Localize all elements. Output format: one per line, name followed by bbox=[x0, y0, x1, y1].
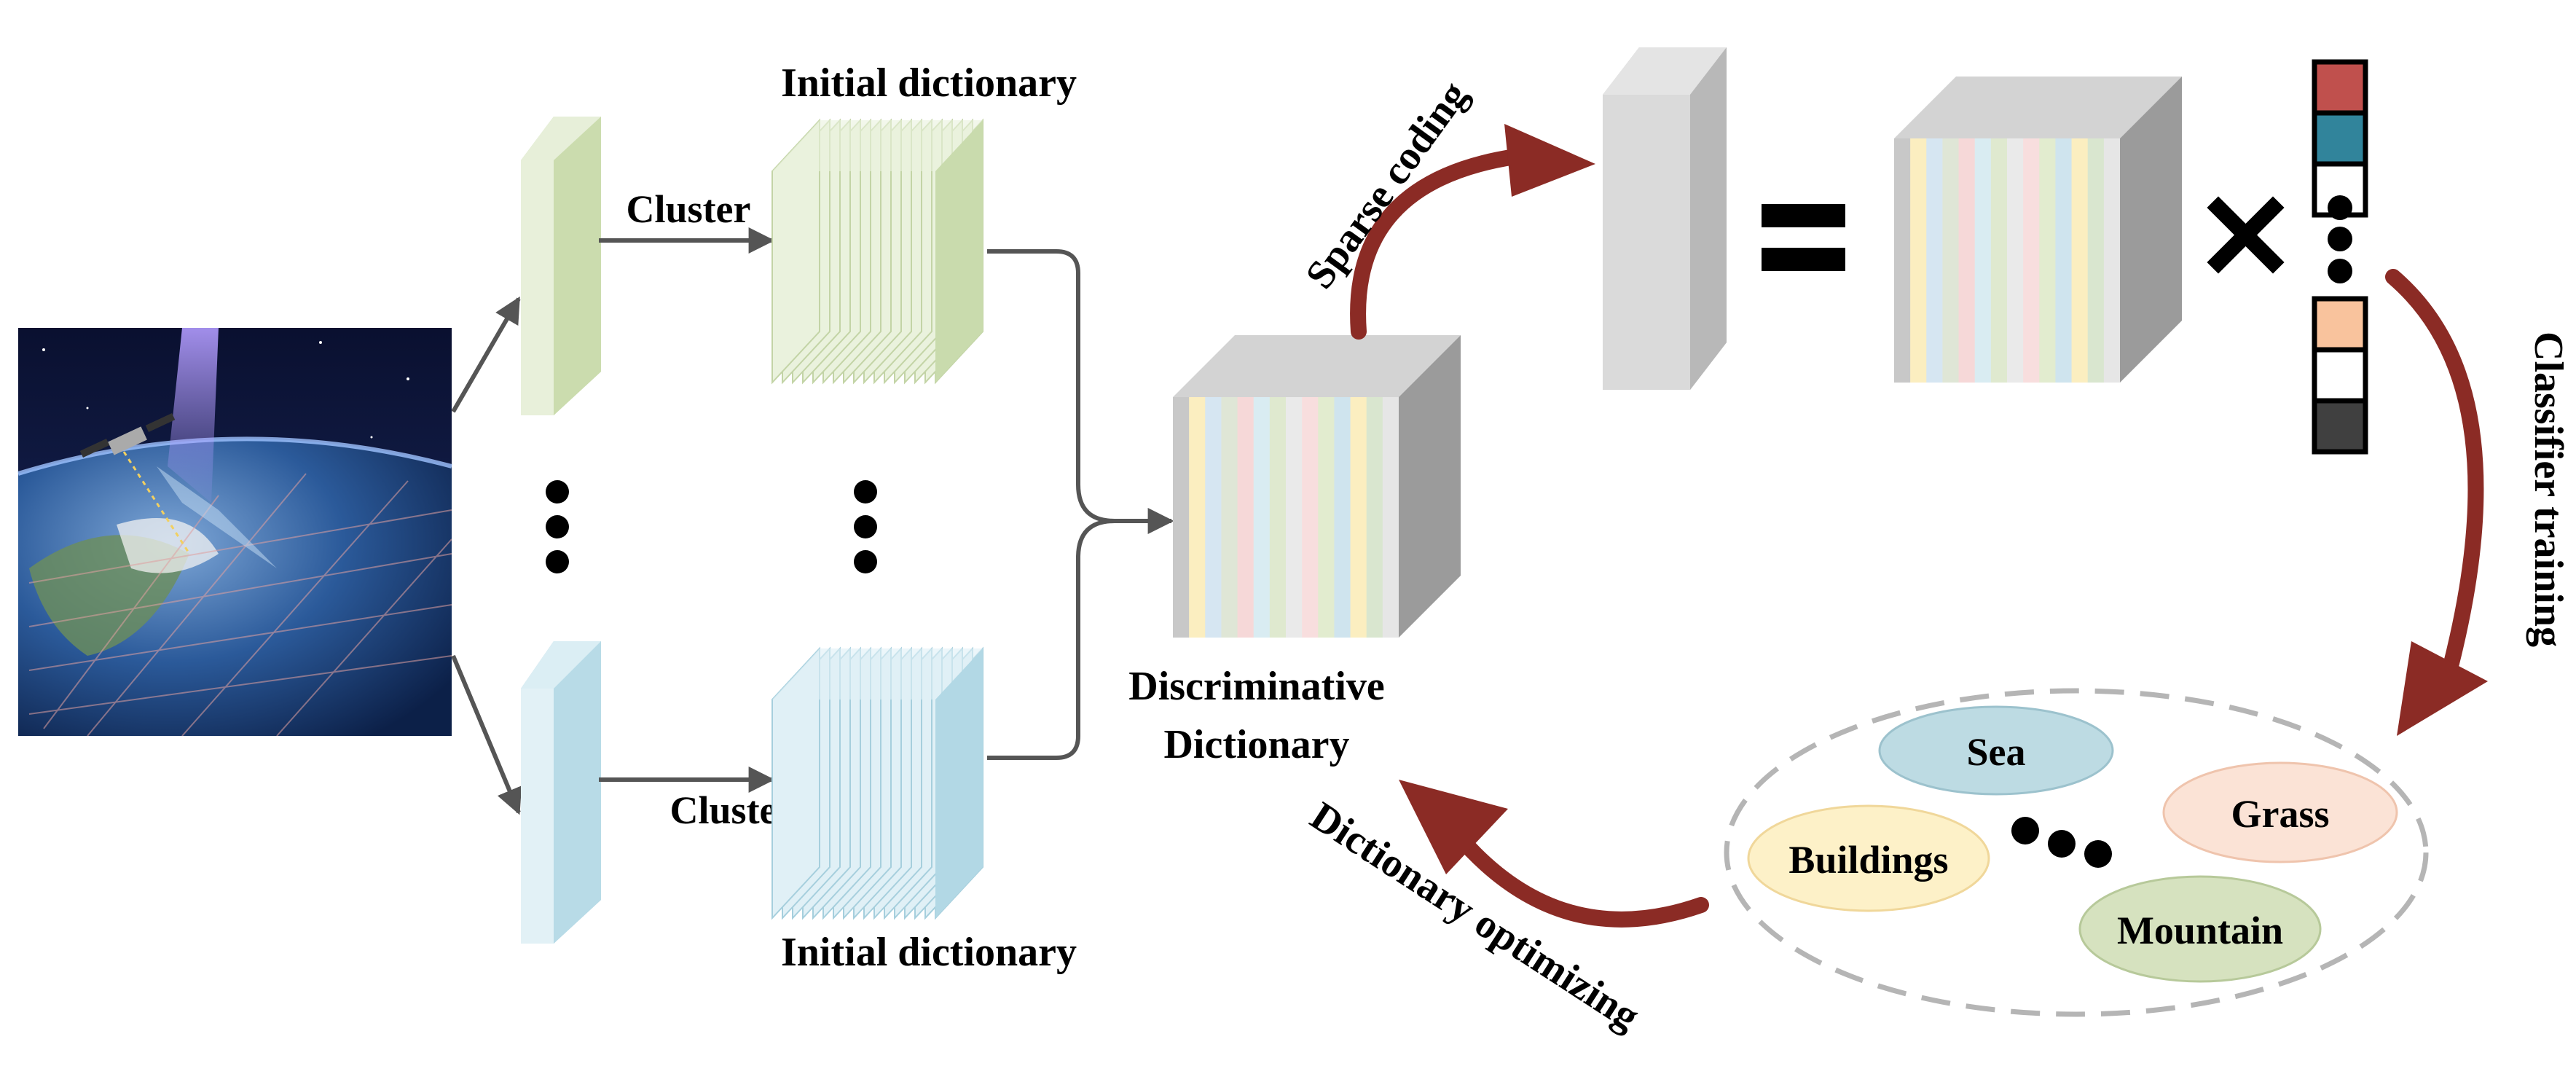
bottom-merge-connector bbox=[987, 519, 1115, 760]
equals-icon bbox=[1762, 204, 1845, 271]
classifier-training-arrow bbox=[2385, 269, 2488, 736]
block-stripe bbox=[1221, 397, 1238, 638]
block-stripe bbox=[1269, 397, 1287, 638]
class-cluster-boundary bbox=[1724, 688, 2429, 1017]
block-stripe bbox=[1286, 397, 1303, 638]
class-buildings: Buildings bbox=[1747, 804, 1990, 912]
block-stripe bbox=[2007, 138, 2024, 383]
class-grass: Grass bbox=[2162, 761, 2398, 863]
block-stripe bbox=[1974, 138, 1992, 383]
block-top-face bbox=[1894, 77, 2182, 138]
block-stripe bbox=[1205, 397, 1222, 638]
times-icon bbox=[2207, 196, 2285, 274]
class-mountain-label: Mountain bbox=[2117, 909, 2283, 952]
dictionary-slice-side bbox=[935, 648, 983, 918]
satellite-earth-image bbox=[17, 328, 452, 737]
block-stripe bbox=[1237, 397, 1254, 638]
dictionary-slice-side bbox=[935, 120, 983, 383]
image-to-top-panel-arrow bbox=[451, 296, 521, 413]
block-stripe bbox=[1958, 138, 1976, 383]
block-top-face bbox=[1173, 335, 1461, 397]
block-stripe bbox=[1253, 397, 1271, 638]
block-stripe bbox=[1942, 138, 1960, 383]
sparse-code-vector bbox=[2312, 59, 2368, 455]
dictionary-slice-top bbox=[772, 648, 983, 699]
block-stripe bbox=[2103, 138, 2121, 383]
satellite-icon bbox=[79, 413, 191, 554]
top-initial-dictionary-stack bbox=[771, 118, 983, 385]
class-mountain: Mountain bbox=[2078, 875, 2322, 983]
dictionary-slice-top bbox=[772, 120, 983, 171]
class-sea-label: Sea bbox=[1967, 730, 2026, 774]
block-stripe bbox=[1910, 138, 1927, 383]
block-stripe bbox=[1366, 397, 1383, 638]
class-grass-label: Grass bbox=[2231, 792, 2330, 836]
discriminative-dictionary-block bbox=[1173, 335, 1461, 638]
class-ellipsis-dots bbox=[2011, 817, 2112, 868]
block-stripe bbox=[1318, 397, 1335, 638]
image-to-bottom-panel-arrow bbox=[451, 654, 522, 815]
sparse-coding-arrow bbox=[1350, 124, 1595, 340]
block-side-face bbox=[2120, 77, 2182, 383]
block-stripe bbox=[1894, 138, 1911, 383]
block-stripe bbox=[2087, 138, 2105, 383]
discriminative-label-line1: Discriminative bbox=[1128, 664, 1384, 709]
class-sea: Sea bbox=[1878, 705, 2114, 796]
top-cluster-label: Cluster bbox=[627, 187, 751, 231]
sparse-code-dots bbox=[2328, 195, 2352, 283]
block-stripe bbox=[1189, 397, 1206, 638]
top-merge-connector bbox=[987, 249, 1174, 534]
block-stripe bbox=[1926, 138, 1943, 383]
signal-block bbox=[1603, 47, 1727, 390]
class-buildings-label: Buildings bbox=[1788, 838, 1948, 882]
block-stripe bbox=[2039, 138, 2056, 383]
dictionary-product-block bbox=[1894, 77, 2182, 383]
block-stripe bbox=[2055, 138, 2073, 383]
ellipsis-dots-middle bbox=[854, 480, 877, 573]
block-stripe bbox=[1302, 397, 1319, 638]
block-side-face bbox=[1399, 335, 1461, 638]
block-stripe bbox=[2071, 138, 2089, 383]
top-initial-dictionary-label: Initial dictionary bbox=[781, 60, 1077, 106]
classifier-training-label: Classifier training bbox=[2526, 332, 2571, 647]
bottom-initial-dictionary-stack bbox=[771, 646, 983, 920]
block-stripe bbox=[1350, 397, 1367, 638]
block-stripe bbox=[1382, 397, 1399, 638]
block-stripe bbox=[1990, 138, 2008, 383]
block-stripe bbox=[1173, 397, 1190, 638]
bottom-initial-dictionary-label: Initial dictionary bbox=[781, 930, 1077, 975]
bottom-feature-panel bbox=[521, 641, 601, 944]
block-stripe bbox=[2023, 138, 2040, 383]
dictionary-optimizing-arrow bbox=[1399, 780, 1709, 928]
sparse-coding-label: Sparse coding bbox=[1297, 74, 1477, 297]
ellipsis-dots-left bbox=[546, 480, 569, 573]
block-stripe bbox=[1334, 397, 1351, 638]
discriminative-label-line2: Dictionary bbox=[1163, 722, 1349, 767]
top-feature-panel bbox=[521, 117, 601, 415]
